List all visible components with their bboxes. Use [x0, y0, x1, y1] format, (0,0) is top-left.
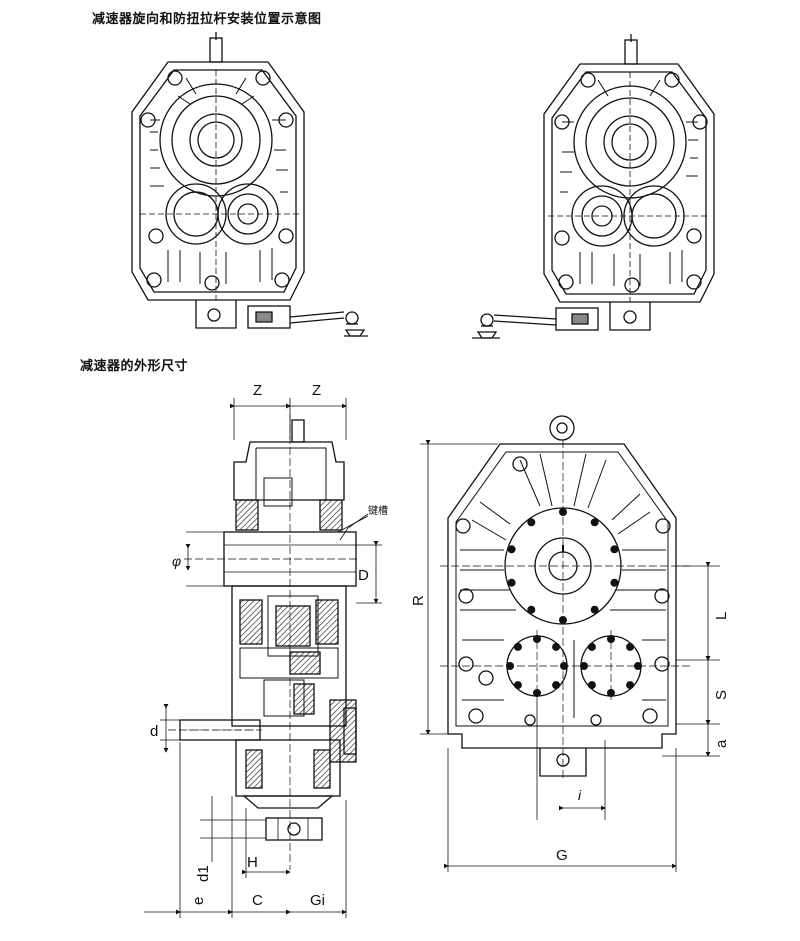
- reducer-section-view: [144, 398, 382, 918]
- bolt-dot: [587, 681, 596, 690]
- bolt-dot: [552, 681, 561, 690]
- bolt-dot: [559, 508, 567, 516]
- bolt-dot: [527, 605, 536, 614]
- dim-g: G: [556, 847, 568, 864]
- bolt-dot: [590, 518, 599, 527]
- dim-e: e: [190, 897, 207, 905]
- bolt-dot: [626, 642, 635, 651]
- bolt-dot: [610, 578, 619, 587]
- dimensions-title: 减速器的外形尺寸: [80, 359, 189, 374]
- dim-gi: Gi: [310, 892, 325, 909]
- bolt-dot: [533, 635, 541, 643]
- bolt-dot: [507, 545, 516, 554]
- bolt-dot: [513, 642, 522, 651]
- bolt-dot: [552, 642, 561, 651]
- bolt-dot: [587, 642, 596, 651]
- bolt-dot: [580, 662, 588, 670]
- bolt-dot: [607, 635, 615, 643]
- reducer-left-view: [131, 32, 368, 337]
- bolt-dot: [507, 578, 516, 587]
- dim-phi: φ: [172, 553, 181, 569]
- dim-d-large: D: [358, 567, 369, 584]
- dim-r: R: [410, 595, 427, 606]
- gear-bolt-dots: [506, 508, 642, 697]
- bolt-dot: [513, 681, 522, 690]
- dim-s: S: [713, 690, 730, 700]
- dim-z-left: Z: [253, 382, 262, 399]
- dim-i: i: [578, 787, 582, 803]
- bolt-dot: [590, 605, 599, 614]
- dim-a: a: [713, 739, 730, 748]
- keyway-label: 键槽: [368, 504, 388, 517]
- bolt-dot: [533, 689, 541, 697]
- install-diagram-title: 减速器旋向和防扭拉杆安装位置示意图: [92, 12, 322, 27]
- bolt-dot: [559, 616, 567, 624]
- dim-d1: d1: [195, 865, 212, 882]
- bolt-dot: [607, 689, 615, 697]
- bolt-dot: [626, 681, 635, 690]
- dim-l: L: [713, 612, 730, 620]
- dim-h: H: [247, 854, 258, 871]
- dim-d-small: d: [150, 723, 158, 740]
- dim-c: C: [252, 892, 263, 909]
- dim-z-right: Z: [312, 382, 321, 399]
- bolt-dot: [634, 662, 642, 670]
- reducer-right-view: [472, 34, 715, 339]
- bolt-dot: [610, 545, 619, 554]
- bolt-dot: [560, 662, 568, 670]
- bolt-dot: [506, 662, 514, 670]
- reducer-front-view: [420, 415, 720, 872]
- bolt-dot: [527, 518, 536, 527]
